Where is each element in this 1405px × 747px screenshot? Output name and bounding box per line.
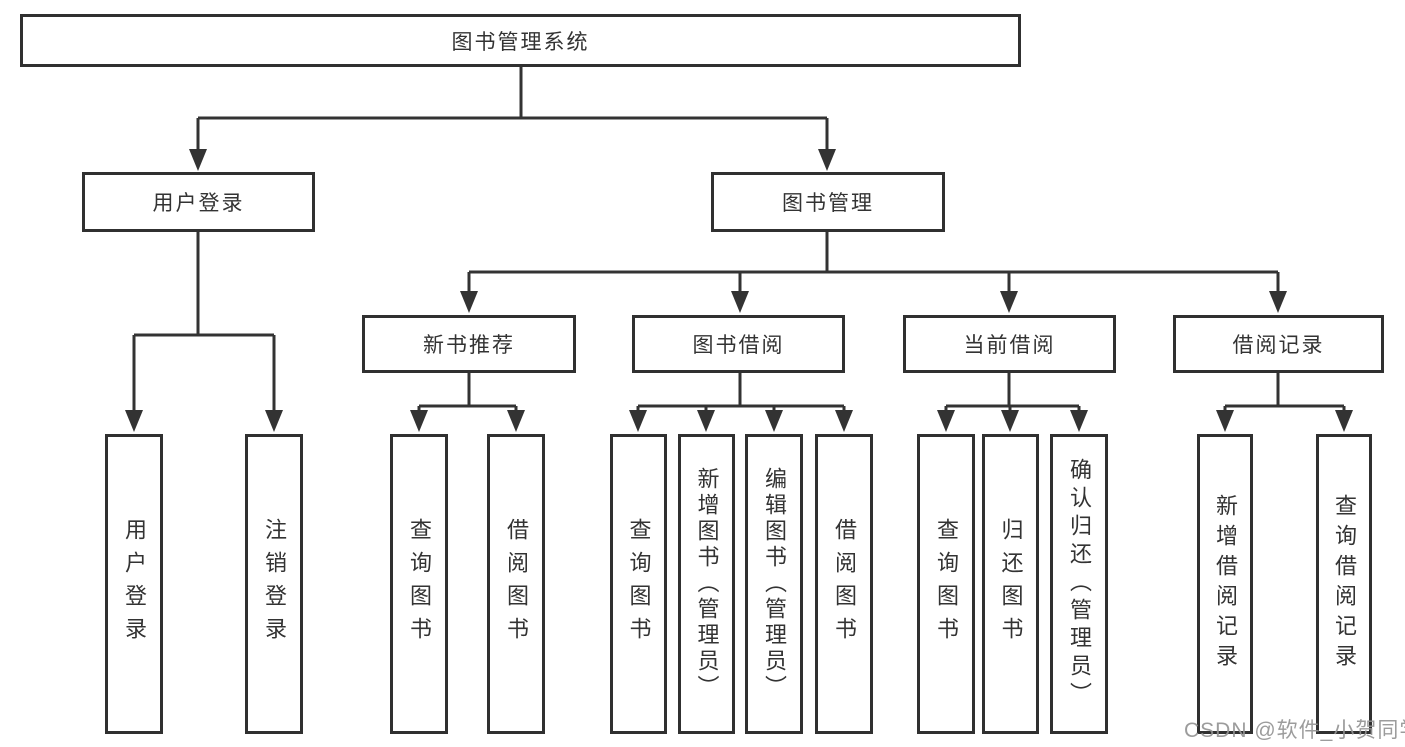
leaf-return-books: 归还图书 xyxy=(982,434,1039,734)
leaf-confirm-return-admin: 确认归还（管理员） xyxy=(1050,434,1108,734)
leaf-label: 查询图书 xyxy=(407,518,432,650)
leaf-label: 用户登录 xyxy=(122,518,147,650)
node-label: 当前借阅 xyxy=(963,334,1056,357)
node-new-book-recommend: 新书推荐 xyxy=(362,315,576,373)
node-library-management-system: 图书管理系统 xyxy=(20,14,1021,67)
node-label: 借阅记录 xyxy=(1232,334,1325,357)
csdn-watermark: CSDN @软件_小贺同学 xyxy=(1184,719,1405,742)
leaf-label: 查询图书 xyxy=(934,518,959,650)
leaf-label: 编辑图书（管理员） xyxy=(762,467,787,701)
leaf-label: 查询图书 xyxy=(626,518,652,650)
node-label: 图书借阅 xyxy=(692,334,785,357)
leaf-logout-login: 注销登录 xyxy=(245,434,303,734)
leaf-label: 查询借阅记录 xyxy=(1332,494,1357,674)
node-current-borrow: 当前借阅 xyxy=(903,315,1116,373)
node-book-borrow: 图书借阅 xyxy=(632,315,845,373)
leaf-borrow-books: 借阅图书 xyxy=(815,434,873,734)
leaf-label: 新增图书（管理员） xyxy=(694,467,720,701)
node-borrow-records: 借阅记录 xyxy=(1173,315,1384,373)
leaf-label: 新增借阅记录 xyxy=(1213,494,1238,674)
leaf-query-books-recommend: 查询图书 xyxy=(390,434,448,734)
node-label: 新书推荐 xyxy=(423,334,515,357)
leaf-add-borrow-record: 新增借阅记录 xyxy=(1197,434,1253,734)
leaf-query-books-borrow: 查询图书 xyxy=(610,434,667,734)
node-book-management: 图书管理 xyxy=(711,172,945,232)
leaf-edit-books-admin: 编辑图书（管理员） xyxy=(745,434,803,734)
node-label: 图书管理系统 xyxy=(451,30,590,54)
leaf-query-books-current: 查询图书 xyxy=(917,434,975,734)
leaf-label: 确认归还（管理员） xyxy=(1067,458,1092,710)
leaf-borrow-books-recommend: 借阅图书 xyxy=(487,434,545,734)
leaf-label: 归还图书 xyxy=(998,518,1024,650)
leaf-query-borrow-record: 查询借阅记录 xyxy=(1316,434,1372,734)
leaf-label: 借阅图书 xyxy=(504,518,529,650)
node-label: 用户登录 xyxy=(152,192,245,215)
node-user-login: 用户登录 xyxy=(82,172,315,232)
leaf-user-login: 用户登录 xyxy=(105,434,163,734)
leaf-add-books-admin: 新增图书（管理员） xyxy=(678,434,735,734)
node-label: 图书管理 xyxy=(782,192,874,215)
leaf-label: 注销登录 xyxy=(262,518,287,650)
leaf-label: 借阅图书 xyxy=(832,518,857,650)
